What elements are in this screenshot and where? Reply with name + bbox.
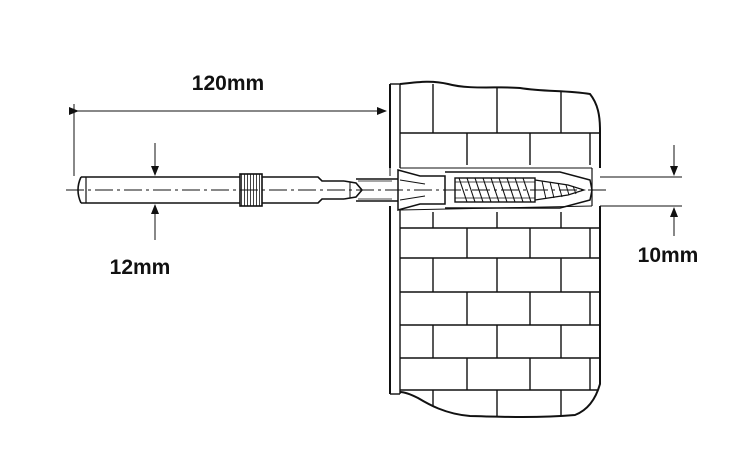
rod-end xyxy=(77,176,82,204)
expansion-plug xyxy=(397,169,446,211)
knurled-grip xyxy=(239,173,263,207)
screw-thread xyxy=(454,177,536,203)
anchor-diameter-label: 10mm xyxy=(638,244,699,267)
rod-tip xyxy=(343,180,364,200)
brick-wall xyxy=(389,80,601,418)
anchor-diameter-dimension xyxy=(600,145,682,236)
sleeve xyxy=(356,178,398,202)
length-dimension xyxy=(69,104,391,176)
rod-shank xyxy=(81,176,240,204)
length-label: 120mm xyxy=(192,72,264,95)
thread-lines xyxy=(458,177,532,203)
rod-diameter-label: 12mm xyxy=(110,256,171,279)
anchor-rod xyxy=(66,167,610,211)
